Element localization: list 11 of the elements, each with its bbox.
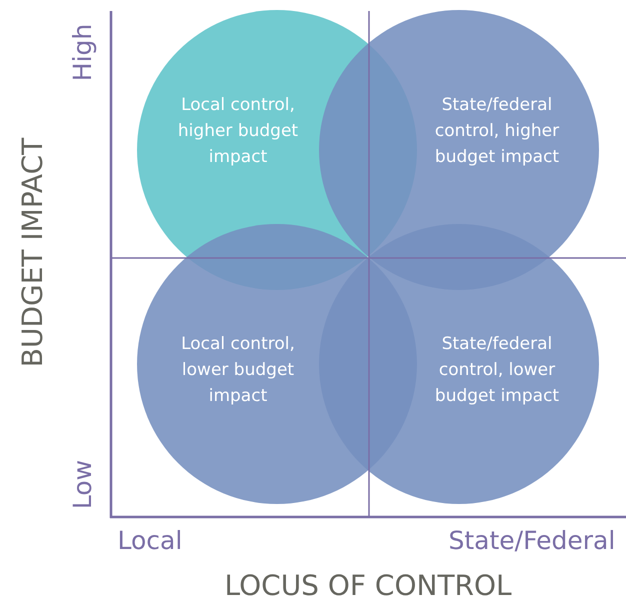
- quadrant-label: State/federal control, lower budget impact: [434, 333, 560, 408]
- axis-tick-label: Local: [118, 526, 182, 554]
- axis-title: BUDGET IMPACT: [16, 137, 49, 367]
- quadrant-label: State/federal control, higher budget impact: [434, 94, 560, 169]
- quadrant-label: Local control, higher budget impact: [176, 94, 300, 169]
- axis-tick-label: High: [68, 23, 97, 81]
- quadrant-label: Local control, lower budget impact: [180, 333, 296, 408]
- axis-title: LOCUS OF CONTROL: [224, 568, 512, 602]
- quadrant-circle: [319, 224, 599, 504]
- axis-tick-label: Low: [68, 459, 97, 509]
- axis-tick-label: State/Federal: [448, 526, 616, 554]
